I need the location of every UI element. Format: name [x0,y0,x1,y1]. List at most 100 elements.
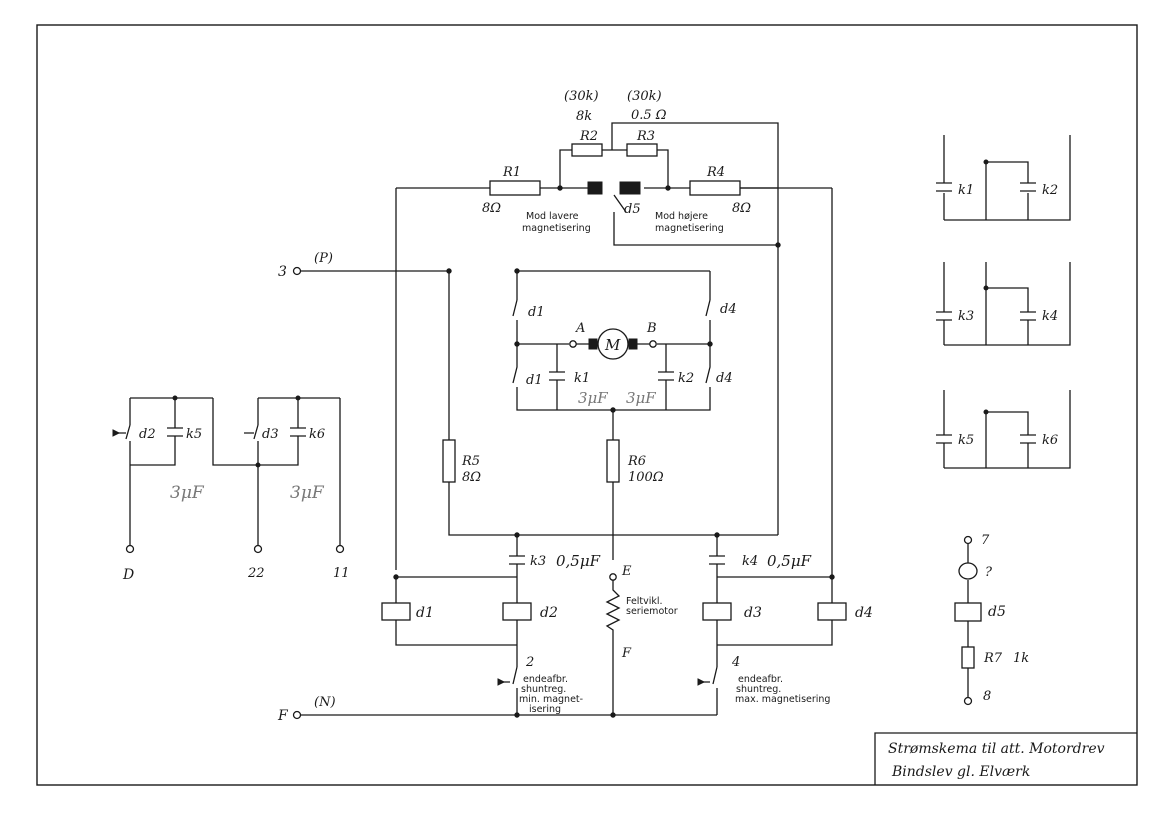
r4-label: R4 [706,165,725,180]
mod-lavere-line1: Mod lavere [526,211,579,222]
terminal-11 [335,544,345,554]
motor-symbol [597,328,629,360]
motor-terminal-a: A [575,321,585,336]
r3-value: 0.5 Ω [631,108,667,123]
top-resistor-network: R1 8Ω (30k) 8k R2 (30k) 0.5 Ω R3 R4 8Ω d… [395,89,781,570]
r2-alt-value: (30k) [564,89,599,104]
motor-label: M [604,336,621,354]
motor-terminal-b: B [646,321,657,336]
right-capacitor-pairs: k1 k2 k3 k4 k5 k6 [936,135,1071,469]
terminal-3-p-label: (P) [314,251,333,266]
switch-4-line3: max. magnetisering [735,694,830,705]
coil-d4 [817,602,847,621]
r6-value: 100Ω [628,470,664,485]
right-k5-label: k5 [958,433,974,448]
terminal-3-label: 3 [278,264,287,280]
coil-d2-label: d2 [540,605,558,621]
d1-lower-label: d1 [526,373,543,388]
coil-d2 [502,602,532,621]
r7-label: R7 [983,651,1003,666]
switch-2-line1: endeafbr. [523,674,568,685]
r2-value: 8k [576,109,592,124]
resistor-r3 [626,143,658,157]
terminal-7 [963,535,973,545]
left-d2-label: d2 [139,427,156,442]
terminal-f [292,710,302,720]
field-winding-line2: seriemotor [626,606,678,617]
terminal-e-label: E [621,564,632,579]
terminal-f-label: F [621,646,632,661]
r5-label: R5 [461,454,480,469]
terminal-8-label: 8 [983,689,991,704]
left-d3-label: d3 [262,427,279,442]
title-line-2: Bindslev gl. Elværk [891,764,1030,780]
r4-value: 8Ω [732,201,751,216]
terminal-f-main-label: F [277,708,289,724]
left-subcircuit: d2 k5 d3 k6 3μF 3μF D 22 11 [112,395,350,583]
k3-label: k3 [530,554,546,569]
r5-value: 8Ω [462,470,481,485]
k3-value: 0,5μF [556,552,601,570]
terminal-f-n-label: (N) [314,695,336,710]
coil-section: k3 0,5μF k4 0,5μF d1 d2 d3 d4 E Feltvikl… [277,187,873,724]
left-k6-label: k6 [309,427,325,442]
r1-value: 8Ω [482,201,501,216]
k1-bridge-label: k1 [574,371,590,386]
terminal-d [125,544,135,554]
d4-lower-label: d4 [716,371,733,386]
terminal-8 [963,696,973,706]
terminal-22 [253,544,263,554]
switch-2-line2: shuntreg. [521,684,566,695]
left-k5-label: k5 [186,427,202,442]
left-k6-value: 3μF [290,483,325,503]
d4-upper-label: d4 [720,302,737,317]
field-winding-line1: Feltvikl. [626,596,663,607]
r7-value: 1k [1013,651,1029,666]
coil-d1 [381,602,411,621]
switch-4-line1: endeafbr. [738,674,783,685]
k2-cap-value: 3μF [626,389,656,407]
resistor-r4 [689,180,741,196]
mod-lavere-line2: magnetisering [522,223,591,234]
coil-d5 [954,602,982,622]
coil-d3-label: d3 [744,605,762,621]
switch-2-line4: isering [529,704,561,715]
switch-2-number: 2 [525,655,534,670]
d5-coil-circuit: 7 ? d5 R7 1k 8 [954,533,1029,706]
switch-4-line2: shuntreg. [736,684,781,695]
k4-label: k4 [742,554,758,569]
right-k1-label: k1 [958,183,974,198]
title-block: Strømskema til att. Motordrev Bindslev g… [874,732,1137,785]
right-k3-label: k3 [958,309,974,324]
right-k2-label: k2 [1042,183,1058,198]
resistor-r6 [606,439,620,483]
left-k5-value: 3μF [170,483,205,503]
mod-hojere-line2: magnetisering [655,223,724,234]
switch-4-number: 4 [731,655,740,670]
title-line-1: Strømskema til att. Motordrev [888,741,1105,757]
k1-cap-value: 3μF [578,389,608,407]
resistor-r5 [442,439,456,483]
resistor-r2 [571,143,603,157]
mod-hojere-line1: Mod højere [655,211,708,222]
terminal-11-label: 11 [333,566,350,581]
contact-d5-left [587,181,603,195]
coil-d3 [702,602,732,621]
r3-label: R3 [636,129,655,144]
terminal-7-label: 7 [981,533,990,548]
k2-bridge-label: k2 [678,371,694,386]
r3-alt-value: (30k) [627,89,662,104]
terminal-3 [292,266,302,276]
coil-d4-label: d4 [855,605,873,621]
unknown-element [958,562,978,580]
contact-d5-right [619,181,641,195]
right-k4-label: k4 [1042,309,1058,324]
r1-label: R1 [502,165,521,180]
right-k6-label: k6 [1042,433,1058,448]
terminal-d-label: D [122,567,134,583]
motor-bridge: 3 (P) d1 d4 M A B d1 k1 k2 d4 3μF 3μF [278,251,778,560]
d5-contact-label: d5 [624,202,641,217]
k4-value: 0,5μF [767,552,812,570]
coil-d1-label: d1 [416,605,434,621]
